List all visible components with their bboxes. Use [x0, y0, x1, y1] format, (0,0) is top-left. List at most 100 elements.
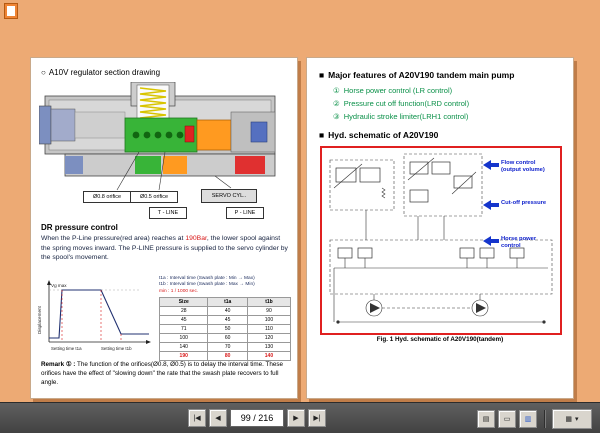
callout-label: Flow control (output volume)	[501, 160, 545, 173]
feature-item: ① Horse power control (LR control)	[333, 86, 469, 95]
table-row-highlighted: 190 80 140	[158, 351, 292, 362]
interval-time-table-block: t1a : Interval time (Swash plate : Min →…	[158, 276, 292, 362]
servo-cyl-label: SERVO CYL..	[201, 189, 257, 203]
left-arrow-icon	[483, 236, 499, 246]
table-cell: 100	[158, 333, 209, 344]
fit-width-button[interactable]: ▭	[498, 410, 516, 428]
hydraulic-schematic-figure: Flow control (output volume) Cut-off pre…	[320, 146, 562, 335]
table-cell: 45	[207, 315, 248, 326]
interval-time-table: Size t1a t1b 28 40 90 45 45 100	[158, 297, 292, 362]
table-cell: 190	[158, 351, 209, 362]
figure-caption: Fig. 1 Hyd. schematic of A20V190(tandem)	[376, 336, 504, 343]
next-page-button[interactable]: ▶	[287, 409, 305, 427]
viewer-toolbar: |◀ ◀ ▶ ▶| ▤ ▭ ▥ ▦ ▾	[0, 402, 600, 433]
table-cell: 80	[207, 351, 248, 362]
orifice-08-label: Ø0.8 orifice	[83, 191, 131, 203]
table-cell: 90	[246, 306, 292, 317]
hydraulic-schematic-diagram	[329, 153, 553, 324]
t-line-label: T - LINE	[149, 207, 187, 219]
graph-ylabel: Displacement	[37, 305, 42, 334]
features-list: ① Horse power control (LR control) ② Pre…	[333, 86, 469, 125]
feature-label: Hydraulic stroke limiter(LRH1 control)	[343, 112, 469, 121]
table-cell: 100	[246, 315, 292, 326]
feature-number: ①	[333, 86, 340, 95]
square-bullet-icon: ■	[319, 130, 325, 140]
feature-number: ②	[333, 99, 340, 108]
table-cell: 130	[246, 342, 292, 353]
graph-xlabel-2: Setting time t1b	[101, 346, 132, 351]
body-text-segment: reaches at	[149, 235, 186, 242]
toolbar-divider	[544, 410, 545, 428]
feature-item: ② Pressure cut off function(LRD control)	[333, 99, 469, 108]
view-controls-group: ▤ ▭ ▥ ▦ ▾	[477, 409, 592, 429]
dr-pressure-heading: DR pressure control	[41, 223, 118, 232]
displacement-time-graph: Displacement Vg max Setting time t1a Set…	[37, 280, 151, 351]
zoom-icon: ▦	[565, 416, 573, 423]
page-number-input[interactable]	[230, 409, 284, 427]
circle-bullet-icon: ○	[41, 68, 46, 77]
remark-text: The function of the orifices(Ø0.8, Ø0.5)…	[41, 361, 284, 386]
graph-xlabel-1: Setting time t1a	[51, 346, 82, 351]
feature-label: Horse power control (LR control)	[343, 86, 453, 95]
callout-flow-control: Flow control (output volume)	[483, 160, 557, 173]
graph-vgmax-label: Vg max	[51, 283, 67, 288]
table-cell: 120	[246, 333, 292, 344]
app-document-icon[interactable]	[4, 3, 18, 19]
table-cell: 140	[246, 351, 292, 362]
callout-label: Horse power control	[501, 236, 537, 249]
document-page-right: ■ Major features of A20V190 tandem main …	[306, 57, 574, 399]
single-page-view-button[interactable]: ▤	[477, 410, 495, 428]
document-page-left: ○ A10V regulator section drawing	[30, 57, 298, 399]
legend-line-1: t1a : Interval time (Swash plate : Min →…	[159, 276, 255, 281]
body-text-segment: P-Line pressure(red area)	[71, 235, 150, 242]
feature-item: ③ Hydraulic stroke limiter(LRH1 control)	[333, 112, 469, 121]
table-row: 28 40 90	[158, 306, 292, 317]
features-heading-text: Major features of A20V190 tandem main pu…	[328, 70, 515, 80]
table-header: t1a	[207, 297, 248, 308]
table-header: Size	[158, 297, 209, 308]
left-arrow-icon	[483, 160, 499, 170]
last-page-button[interactable]: ▶|	[308, 409, 326, 427]
remark-note: Remark ① : The function of the orifices(…	[41, 361, 289, 387]
table-row: 140 70 130	[158, 342, 292, 353]
callout-label: Cut-off pressure	[501, 200, 547, 206]
body-text-segment: When the	[41, 235, 72, 242]
facing-pages-button[interactable]: ▥	[519, 410, 537, 428]
body-text-segment-highlight: 190Bar	[185, 235, 207, 242]
feature-number: ③	[333, 112, 340, 121]
table-cell: 28	[158, 306, 209, 317]
table-cell: 50	[207, 324, 248, 335]
callout-cutoff-pressure: Cut-off pressure	[483, 200, 557, 210]
features-heading: ■ Major features of A20V190 tandem main …	[319, 70, 514, 80]
first-page-button[interactable]: |◀	[188, 409, 206, 427]
schematic-heading-text: Hyd. schematic of A20V190	[328, 130, 439, 140]
regulator-section-diagram	[39, 82, 276, 191]
table-cell: 70	[207, 342, 248, 353]
table-row: 45 45 100	[158, 315, 292, 326]
page-navigation-group: |◀ ◀ ▶ ▶|	[188, 409, 326, 427]
chevron-down-icon: ▾	[575, 416, 579, 423]
dr-body-text: When the P-Line pressure(red area) reach…	[41, 234, 289, 263]
square-bullet-icon: ■	[319, 70, 325, 80]
callout-horsepower-control: Horse power control	[483, 236, 557, 249]
legend-unit-note: min : 1 / 1000 sec.	[159, 288, 199, 294]
table-cell: 40	[207, 306, 248, 317]
body-text-segment: , the lower spool against the spring mov…	[41, 235, 288, 262]
remark-label: Remark ① :	[41, 361, 76, 368]
table-cell: 45	[158, 315, 209, 326]
table-header: t1b	[246, 297, 292, 308]
feature-label: Pressure cut off function(LRD control)	[343, 99, 470, 108]
orifice-05-label: Ø0.5 orifice	[130, 191, 178, 203]
table-cell: 110	[246, 324, 292, 335]
table-cell: 60	[207, 333, 248, 344]
section-title: ○ A10V regulator section drawing	[41, 68, 160, 77]
previous-page-button[interactable]: ◀	[209, 409, 227, 427]
section-title-text: A10V regulator section drawing	[48, 68, 161, 77]
legend-line-2: t1b : Interval time (Swash plate : Max →…	[159, 282, 255, 288]
table-row: 71 50 110	[158, 324, 292, 335]
zoom-level-dropdown[interactable]: ▦ ▾	[552, 409, 592, 429]
table-cell: 71	[158, 324, 209, 335]
p-line-label: P - LINE	[226, 207, 264, 219]
table-header-row: Size t1a t1b	[158, 297, 292, 308]
